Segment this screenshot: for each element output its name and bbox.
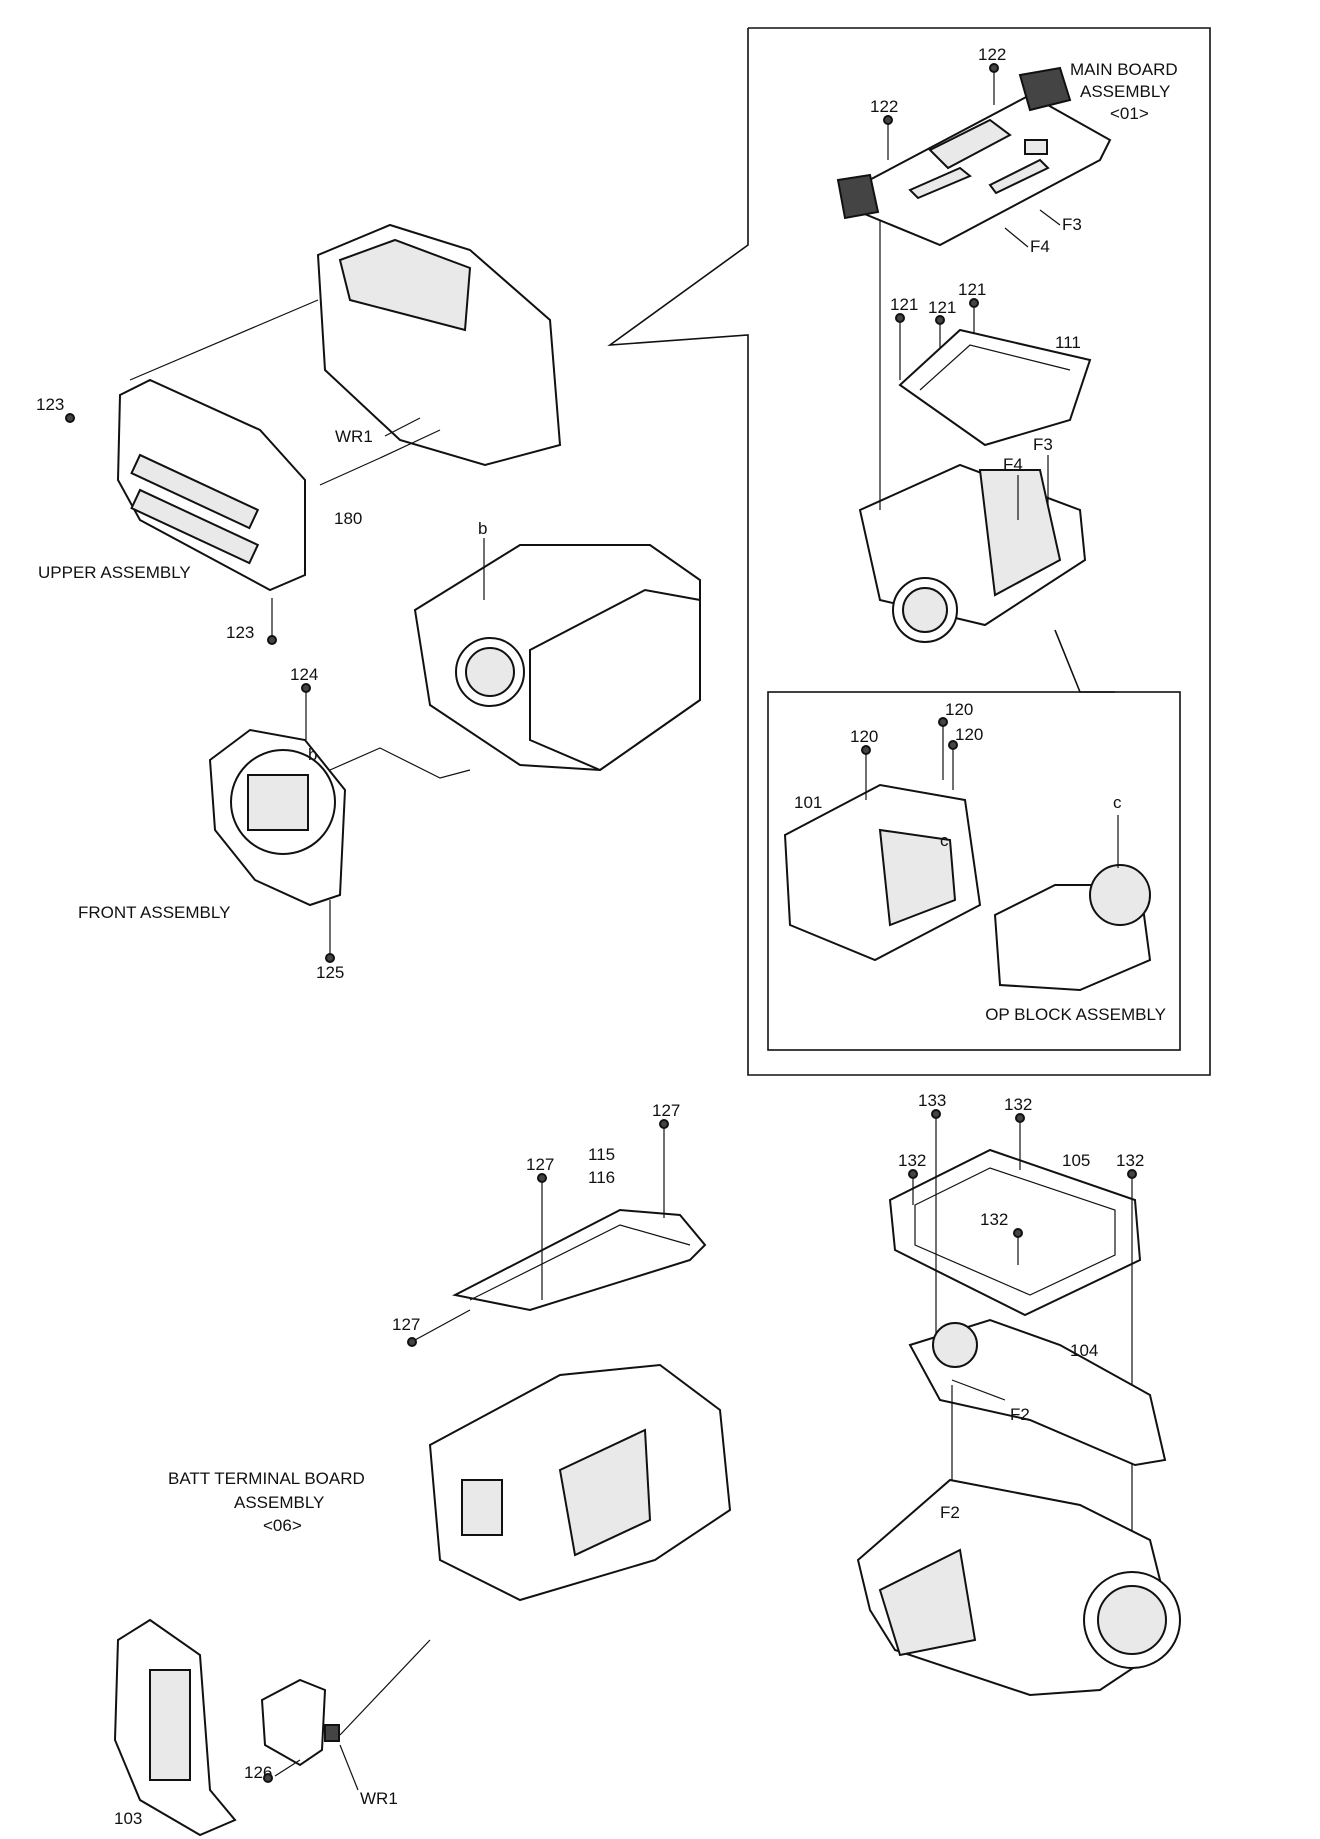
callout-b-upper: b [478, 519, 487, 538]
upper-assembly-label: UPPER ASSEMBLY [38, 563, 191, 582]
plate-104 [908, 1318, 1167, 1467]
op-block-assembly-label: OP BLOCK ASSEMBLY [985, 1005, 1166, 1024]
op-block-chassis-upper [858, 463, 1087, 643]
callout-wr1-upper: WR1 [335, 427, 373, 446]
batt-terminal-board [260, 1678, 340, 1767]
callout-127-top: 127 [652, 1101, 680, 1120]
callout-103: 103 [114, 1809, 142, 1828]
callout-101: 101 [794, 793, 822, 812]
front-assembly [208, 728, 347, 907]
callout-105: 105 [1062, 1151, 1090, 1170]
callout-122-left: 122 [870, 97, 898, 116]
callout-132-center: 132 [980, 1210, 1008, 1229]
callout-133: 133 [918, 1091, 946, 1110]
front-assembly-label: FRONT ASSEMBLY [78, 903, 230, 922]
side-panel-103 [113, 1618, 237, 1837]
main-board-label-line1: MAIN BOARD [1070, 60, 1178, 79]
callout-127-mid: 127 [526, 1155, 554, 1174]
batt-terminal-label-line3: <06> [263, 1516, 302, 1535]
op-block-lens-unit [993, 864, 1152, 992]
callout-f4-chassis: F4 [1003, 455, 1023, 474]
callout-f3-chassis: F3 [1033, 435, 1053, 454]
callout-124: 124 [290, 665, 318, 684]
callout-121-a: 121 [890, 295, 918, 314]
callout-c-right: c [1113, 793, 1122, 812]
callout-121-c: 121 [958, 280, 986, 299]
callout-132-left: 132 [898, 1151, 926, 1170]
upper-assembly-panel [116, 378, 306, 592]
batt-terminal-label-line2: ASSEMBLY [234, 1493, 324, 1512]
op-block-frame-101 [783, 783, 982, 962]
callout-123-left: 123 [36, 395, 64, 414]
main-board-label-line3: <01> [1110, 104, 1149, 123]
top-cover [452, 1208, 707, 1312]
upper-chassis [316, 223, 562, 467]
callout-f3-board: F3 [1062, 215, 1082, 234]
callout-180: 180 [334, 509, 362, 528]
batt-terminal-label-line1: BATT TERMINAL BOARD [168, 1469, 365, 1488]
main-board-label-line2: ASSEMBLY [1080, 82, 1170, 101]
callout-111: 111 [1055, 333, 1081, 352]
callout-f4-board: F4 [1030, 237, 1050, 256]
camera-body-middle [413, 544, 701, 772]
shield-plate-111 [898, 328, 1092, 447]
callout-125: 125 [316, 963, 344, 982]
callout-120-b: 120 [945, 700, 973, 719]
callout-127-left: 127 [392, 1315, 420, 1334]
callout-b-front: b [308, 745, 317, 764]
detail-callout-frame [607, 27, 1211, 1076]
callout-120-a: 120 [850, 727, 878, 746]
callout-132-top: 132 [1004, 1095, 1032, 1114]
callout-wr1-lower: WR1 [360, 1789, 398, 1808]
callout-120-c: 120 [955, 725, 983, 744]
callout-132-right: 132 [1116, 1151, 1144, 1170]
screw-markers [65, 63, 1137, 1783]
callout-104: 104 [1070, 1341, 1098, 1360]
callout-121-b: 121 [928, 298, 956, 317]
callout-116: 116 [588, 1168, 615, 1187]
callout-f2-plate: F2 [1010, 1405, 1030, 1424]
callout-123-bottom: 123 [226, 623, 254, 642]
callout-115: 115 [588, 1145, 615, 1164]
camera-body-lower-right [856, 1478, 1181, 1697]
callout-c-left: c [940, 831, 949, 850]
camera-body-lower-left [428, 1363, 732, 1602]
main-board-assembly [836, 66, 1112, 247]
callout-122-top: 122 [978, 45, 1006, 64]
callout-f2-body: F2 [940, 1503, 960, 1522]
